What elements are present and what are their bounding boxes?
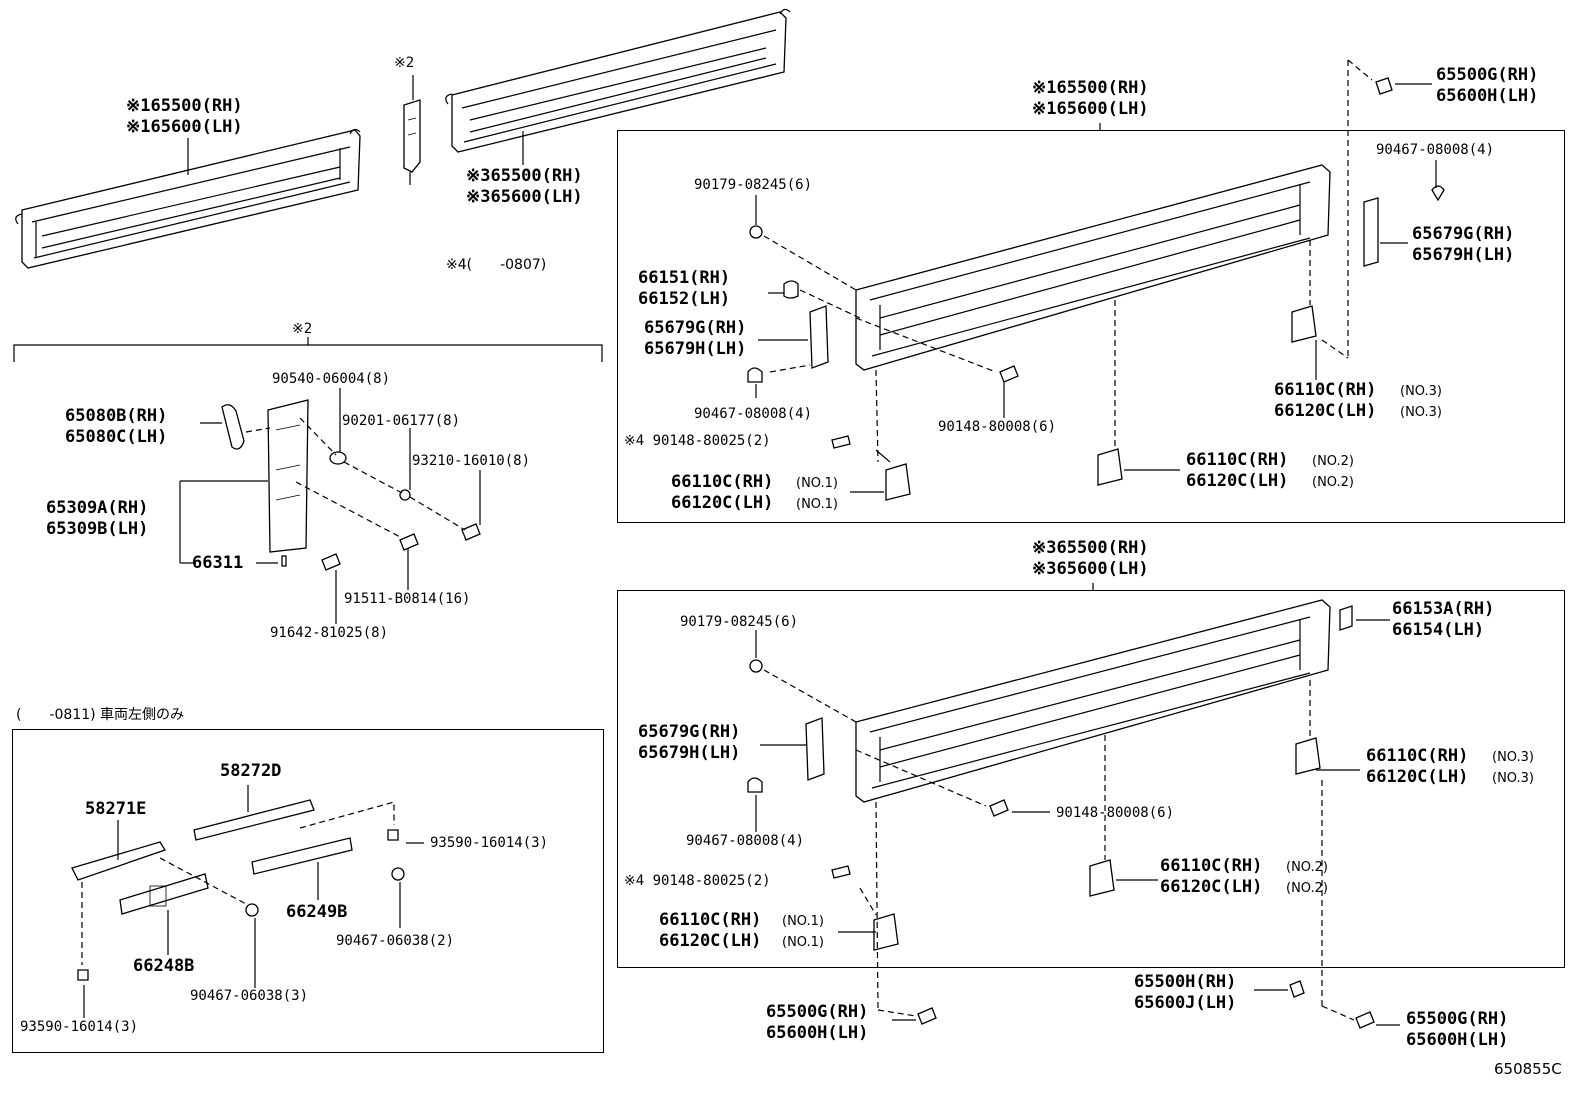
rear-out-65500h: 65500H(RH) <box>1134 972 1237 992</box>
side-66120c-no1: 66120C(LH) <box>671 493 774 513</box>
side-panel-box <box>617 130 1565 523</box>
left-side-parts-illustration <box>71 799 405 981</box>
rear-out-65500g-right: 65500G(RH) <box>1406 1009 1509 1029</box>
rear-90148-80025: ※4 90148-80025(2) <box>624 873 771 889</box>
post-parts-illustration <box>221 399 481 571</box>
rear-out-65500g-left: 65500G(RH) <box>766 1002 869 1022</box>
side-no1-a: (NO.1) <box>796 476 838 491</box>
part-66248b: 66248B <box>133 956 195 976</box>
side-90148-80025: ※4 90148-80025(2) <box>624 433 771 449</box>
part-66249b: 66249B <box>286 902 348 922</box>
part-90540: 90540-06004(8) <box>272 371 391 387</box>
post-box-title: ※2 <box>292 321 313 337</box>
side-out-65600h: 65600H(LH) <box>1436 86 1539 106</box>
part-93210: 93210-16010(8) <box>412 453 531 469</box>
side-panel-label-rh: ※165500(RH) <box>126 96 243 116</box>
side-66110c-no3: 66110C(RH) <box>1274 380 1377 400</box>
part-65309b: 65309B(LH) <box>46 519 149 539</box>
left-side-only-box <box>12 729 604 1053</box>
rear-66110c-no3: 66110C(RH) <box>1366 746 1469 766</box>
rear-66153a: 66153A(RH) <box>1392 599 1495 619</box>
rear-panel-label-rh: ※365500(RH) <box>466 166 583 186</box>
rear-out-65600h-right: 65600H(LH) <box>1406 1030 1509 1050</box>
rear-no2-a: (NO.2) <box>1286 860 1328 875</box>
rear-65679h: 65679H(LH) <box>638 743 741 763</box>
part-65080b: 65080B(RH) <box>65 406 168 426</box>
rear-66154: 66154(LH) <box>1392 620 1485 640</box>
rear-out-65600j: 65600J(LH) <box>1134 993 1237 1013</box>
part-58271e: 58271E <box>85 799 147 819</box>
side-66120c-no2: 66120C(LH) <box>1186 471 1289 491</box>
side-66120c-no3: 66120C(LH) <box>1274 401 1377 421</box>
side-no3-a: (NO.3) <box>1400 384 1442 399</box>
side-65679g: 65679G(RH) <box>644 318 747 338</box>
rear-66120c-no3: 66120C(LH) <box>1366 767 1469 787</box>
side-66110c-no1: 66110C(RH) <box>671 472 774 492</box>
side-out-65679h: 65679H(LH) <box>1412 245 1515 265</box>
rear-no1-b: (NO.1) <box>782 935 824 950</box>
rear-panel-illustration <box>747 599 1375 1029</box>
post-top-illustration <box>403 99 421 185</box>
rear-no1-a: (NO.1) <box>782 914 824 929</box>
rear-66120c-no1: 66120C(LH) <box>659 931 762 951</box>
rear-no3-b: (NO.3) <box>1492 771 1534 786</box>
rear-90467: 90467-08008(4) <box>686 833 805 849</box>
side-65679h: 65679H(LH) <box>644 339 747 359</box>
side-no2-b: (NO.2) <box>1312 475 1354 490</box>
rear-90179: 90179-08245(6) <box>680 614 799 630</box>
side-out-90467: 90467-08008(4) <box>1376 142 1495 158</box>
part-90467-06038-a: 90467-06038(2) <box>336 933 455 949</box>
side-panel-illustration <box>747 77 1445 501</box>
side-panel-top-illustration <box>15 128 361 269</box>
side-90148-80008: 90148-80008(6) <box>938 419 1057 435</box>
side-90179: 90179-08245(6) <box>694 177 813 193</box>
side-no2-a: (NO.2) <box>1312 454 1354 469</box>
side-90467: 90467-08008(4) <box>694 406 813 422</box>
rear-65679g: 65679G(RH) <box>638 722 741 742</box>
rear-90148-80008: 90148-80008(6) <box>1056 805 1175 821</box>
rear-panel-box <box>617 590 1565 968</box>
side-66110c-no2: 66110C(RH) <box>1186 450 1289 470</box>
rear-no3-a: (NO.3) <box>1492 750 1534 765</box>
side-box-header-lh: ※165600(LH) <box>1032 99 1149 119</box>
rear-66110c-no1: 66110C(RH) <box>659 910 762 930</box>
part-91642: 91642-81025(8) <box>270 625 389 641</box>
part-58272d: 58272D <box>220 761 282 781</box>
diagram-code: 650855C <box>1494 1060 1562 1078</box>
part-65309a: 65309A(RH) <box>46 498 149 518</box>
rear-no2-b: (NO.2) <box>1286 881 1328 896</box>
side-66152: 66152(LH) <box>638 289 731 309</box>
side-66151: 66151(RH) <box>638 268 731 288</box>
rear-out-65600h-left: 65600H(LH) <box>766 1023 869 1043</box>
part-93590-a: 93590-16014(3) <box>430 835 549 851</box>
part-93590-b: 93590-16014(3) <box>20 1019 139 1035</box>
post-mark: ※2 <box>394 55 415 71</box>
side-no1-b: (NO.1) <box>796 497 838 512</box>
rear-box-header-rh: ※365500(RH) <box>1032 538 1149 558</box>
rear-panel-label-lh: ※365600(LH) <box>466 187 583 207</box>
rear-66120c-no2: 66120C(LH) <box>1160 877 1263 897</box>
rear-66110c-no2: 66110C(RH) <box>1160 856 1263 876</box>
part-91511: 91511-B0814(16) <box>344 591 471 607</box>
left-only-title: ( -0811) 車両左側のみ <box>16 707 185 723</box>
side-box-header-rh: ※165500(RH) <box>1032 78 1149 98</box>
part-90201: 90201-06177(8) <box>342 413 461 429</box>
side-out-65679g: 65679G(RH) <box>1412 224 1515 244</box>
side-panel-label-lh: ※165600(LH) <box>126 117 243 137</box>
side-no3-b: (NO.3) <box>1400 405 1442 420</box>
rear-box-header-lh: ※365600(LH) <box>1032 559 1149 579</box>
side-out-65500g: 65500G(RH) <box>1436 65 1539 85</box>
part-90467-06038-b: 90467-06038(3) <box>190 988 309 1004</box>
part-66311: 66311 <box>192 553 244 573</box>
part-65080c: 65080C(LH) <box>65 427 168 447</box>
rear-panel-top-illustration <box>445 8 791 153</box>
note-4: ※4( -0807) <box>446 257 547 273</box>
